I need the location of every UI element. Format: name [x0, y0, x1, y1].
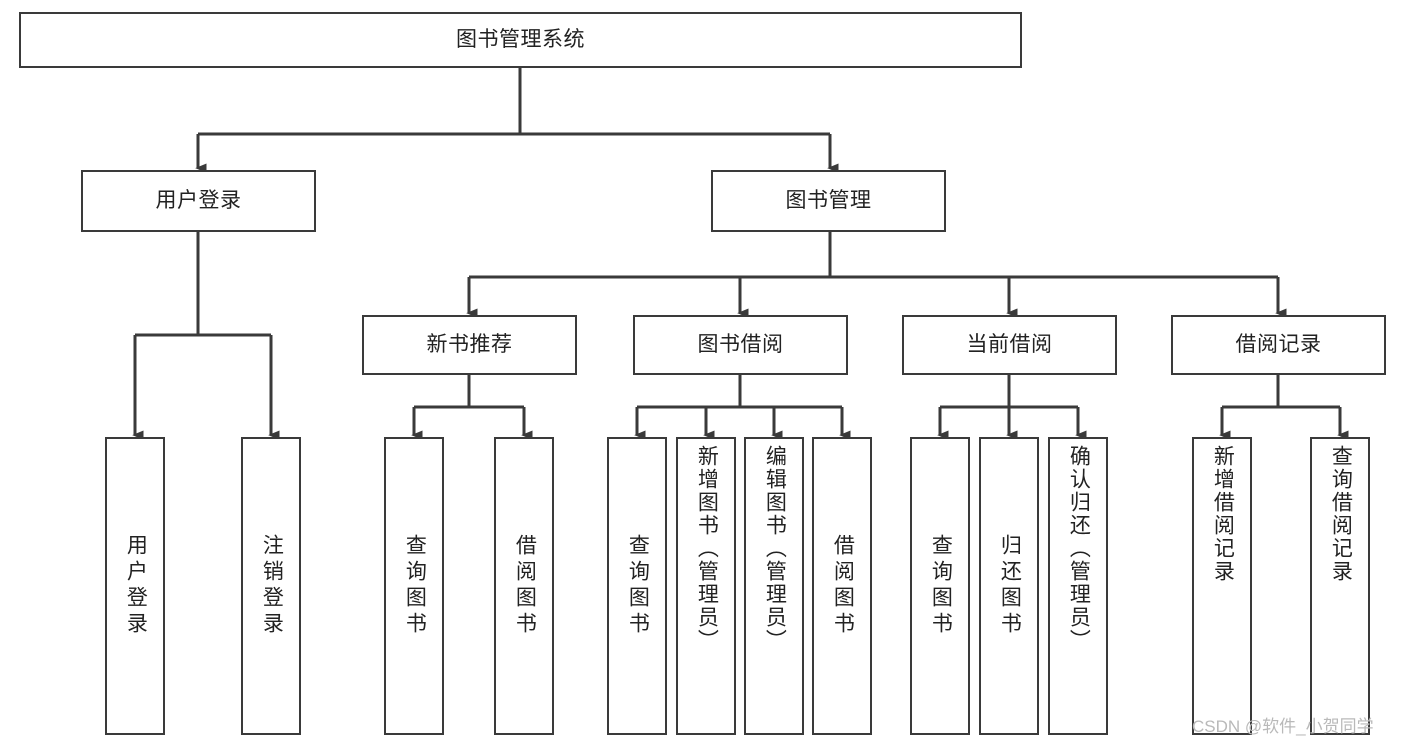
- node-user-login-label: 用户登录: [155, 188, 242, 212]
- node-borrow-record-label: 借阅记录: [1235, 332, 1322, 356]
- leaf-borrow-book-1[interactable]: 借阅图书: [494, 437, 554, 735]
- node-book-borrow[interactable]: 图书借阅: [633, 315, 848, 375]
- leaf-logout[interactable]: 注销登录: [241, 437, 301, 735]
- leaf-query-book-1-label: 查询图书: [403, 534, 427, 638]
- leaf-borrow-book-1-label: 借阅图书: [513, 534, 537, 638]
- node-book-borrow-label: 图书借阅: [697, 332, 784, 356]
- node-current-borrow[interactable]: 当前借阅: [902, 315, 1117, 375]
- node-book-manage-label: 图书管理: [785, 188, 872, 212]
- leaf-query-book-3[interactable]: 查询图书: [910, 437, 970, 735]
- leaf-query-record[interactable]: 查询借阅记录: [1310, 437, 1370, 735]
- leaf-borrow-book-2[interactable]: 借阅图书: [812, 437, 872, 735]
- leaf-user-login-label: 用户登录: [124, 534, 148, 638]
- node-new-book-rec[interactable]: 新书推荐: [362, 315, 577, 375]
- node-current-borrow-label: 当前借阅: [966, 332, 1053, 356]
- leaf-query-book-3-label: 查询图书: [929, 534, 953, 638]
- leaf-add-book-label: 新增图书（管理员）: [695, 445, 719, 652]
- leaf-add-record[interactable]: 新增借阅记录: [1192, 437, 1252, 735]
- leaf-return-book[interactable]: 归还图书: [979, 437, 1039, 735]
- leaf-query-book-2-label: 查询图书: [626, 534, 650, 638]
- leaf-borrow-book-2-label: 借阅图书: [831, 534, 855, 638]
- node-root-label: 图书管理系统: [456, 27, 585, 51]
- node-new-book-rec-label: 新书推荐: [426, 332, 513, 356]
- node-root[interactable]: 图书管理系统: [19, 12, 1022, 68]
- leaf-edit-book-label: 编辑图书（管理员）: [763, 445, 787, 652]
- leaf-add-book[interactable]: 新增图书（管理员）: [676, 437, 736, 735]
- leaf-add-record-label: 新增借阅记录: [1211, 445, 1235, 583]
- leaf-edit-book[interactable]: 编辑图书（管理员）: [744, 437, 804, 735]
- leaf-logout-label: 注销登录: [260, 534, 284, 638]
- leaf-confirm-return[interactable]: 确认归还（管理员）: [1048, 437, 1108, 735]
- leaf-confirm-return-label: 确认归还（管理员）: [1067, 445, 1091, 652]
- leaf-query-book-1[interactable]: 查询图书: [384, 437, 444, 735]
- node-borrow-record[interactable]: 借阅记录: [1171, 315, 1386, 375]
- node-user-login[interactable]: 用户登录: [81, 170, 316, 232]
- leaf-user-login[interactable]: 用户登录: [105, 437, 165, 735]
- leaf-query-book-2[interactable]: 查询图书: [607, 437, 667, 735]
- leaf-query-record-label: 查询借阅记录: [1329, 445, 1353, 583]
- node-book-manage[interactable]: 图书管理: [711, 170, 946, 232]
- leaf-return-book-label: 归还图书: [998, 534, 1022, 638]
